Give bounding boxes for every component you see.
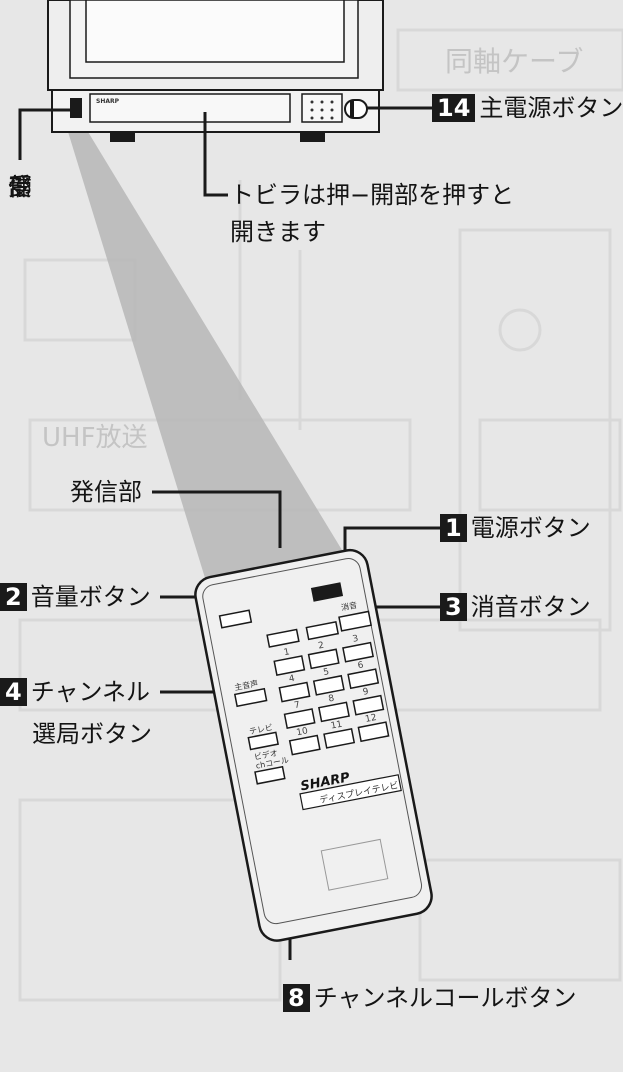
remote-key-10: 10: [295, 726, 309, 739]
remote-key-4: 4: [288, 673, 296, 685]
ir-beam: [65, 122, 345, 578]
bg-text-uhf: UHF放送: [42, 423, 148, 453]
badge-14: 14: [432, 94, 476, 122]
diagram-canvas: [18, 0, 623, 1002]
label-channel-call-text: チャンネルコールボタン: [313, 984, 577, 1012]
label-door-line2: 開きます: [230, 218, 326, 246]
label-transmitter: 発信部: [70, 478, 142, 506]
tv-set: [47, 0, 384, 142]
remote-control: [194, 548, 433, 942]
badge-3: 3: [440, 593, 467, 621]
remote-key-11: 11: [330, 719, 344, 732]
remote-key-1: 1: [283, 647, 291, 659]
label-channel-select-line2: 選局ボタン: [32, 720, 152, 748]
remote-key-3: 3: [351, 633, 360, 645]
label-receiver-char-1: 受: [8, 173, 32, 201]
badge-4: 4: [0, 678, 27, 706]
remote-sound-key-label: 主音声: [233, 678, 259, 693]
remote-key-2: 2: [317, 640, 325, 652]
bg-text-coax: 同軸ケーブ: [445, 45, 584, 78]
label-mute-text: 消音ボタン: [470, 593, 591, 621]
remote-mute-key-label: 消音: [340, 600, 358, 613]
remote-key-9: 9: [362, 686, 370, 698]
remote-key-8: 8: [327, 693, 336, 705]
label-volume-text: 音量ボタン: [30, 583, 151, 611]
badge-8: 8: [283, 984, 310, 1012]
remote-key-6: 6: [356, 660, 365, 672]
label-door-line1: トビラは押−開部を押すと: [230, 181, 515, 209]
background-illustration: [18, 28, 623, 1002]
label-power-text: 電源ボタン: [470, 514, 591, 542]
remote-key-5: 5: [322, 667, 331, 679]
remote-key-7: 7: [293, 700, 301, 712]
label-channel-select-text: チャンネル: [30, 678, 150, 706]
label-receiver-char-2: 信: [8, 173, 32, 201]
tv-brand-logo: SHARP: [96, 98, 120, 105]
label-main-power-text: 主電源ボタン: [479, 94, 623, 122]
remote-key-12: 12: [364, 712, 378, 725]
badge-1: 1: [440, 514, 467, 542]
label-receiver-char-3: 部: [8, 173, 32, 201]
remote-tv-key-label: テレビ: [248, 722, 274, 737]
badge-2: 2: [0, 583, 27, 611]
